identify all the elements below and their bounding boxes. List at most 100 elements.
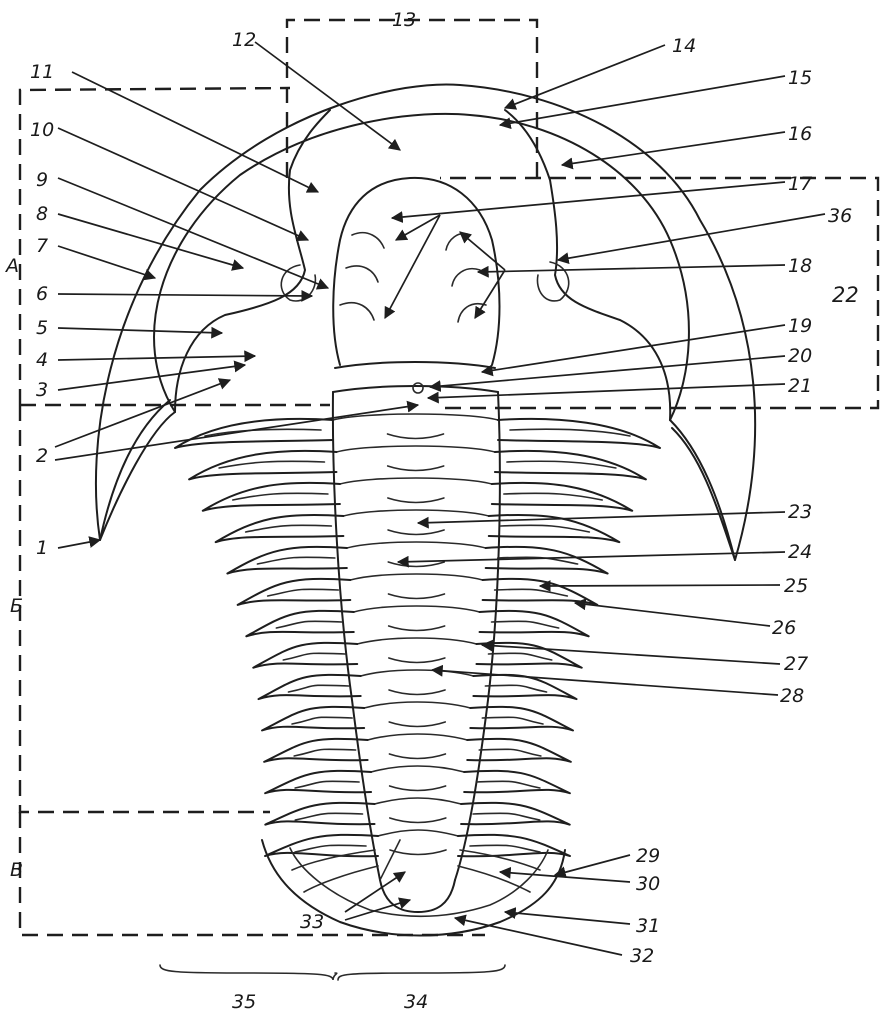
pointer-21: [428, 384, 785, 398]
axial-ring: [371, 766, 464, 772]
left-pleura: [246, 611, 353, 636]
label-2: 2: [36, 445, 48, 467]
axial-ring: [368, 734, 468, 740]
right-pleural-furrow: [501, 525, 590, 532]
axial-ring-line: [388, 594, 444, 599]
axis-rings: [333, 414, 498, 855]
left-pleural-furrow: [219, 461, 324, 468]
glabellar-furrow-2: [346, 266, 378, 282]
left-pleural-furrow: [295, 781, 359, 788]
glabella-outline: [333, 178, 499, 365]
axial-ring-line: [390, 850, 446, 855]
glabellar-furrow-3: [340, 303, 374, 320]
label-27: 27: [784, 653, 808, 675]
label-17: 17: [788, 173, 812, 195]
right-pleural-furrow: [479, 749, 541, 756]
left-pleura: [238, 579, 351, 605]
right-pleural-furrow: [507, 461, 616, 468]
axial-ring: [350, 574, 482, 580]
label-12: 12: [232, 29, 256, 51]
axial-ring-line: [388, 562, 444, 567]
right-pleural-furrow: [495, 589, 568, 596]
label-15: 15: [788, 67, 812, 89]
pointer-3: [58, 365, 245, 390]
right-pleura: [498, 419, 660, 448]
axial-ring: [354, 606, 480, 612]
glabellar-furrow-1: [352, 233, 384, 248]
right-pleural-furrow: [476, 781, 540, 788]
axial-ring-line: [390, 818, 446, 823]
pointer-11: [72, 72, 318, 192]
label-28: 28: [780, 685, 804, 707]
pygidial-axis-tip: [380, 880, 455, 912]
pointer-18a: [478, 265, 785, 272]
cephalon-outer-border: [96, 84, 755, 560]
region-label-c: В: [10, 859, 23, 881]
pointer-31: [505, 912, 630, 924]
label-19: 19: [788, 315, 812, 337]
axial-ring-line: [388, 466, 444, 471]
label-8: 8: [36, 203, 48, 225]
axial-ring: [378, 830, 458, 836]
label-7: 7: [36, 235, 48, 257]
label-36: 36: [828, 205, 852, 227]
left-pleural-furrow: [276, 621, 341, 628]
right-pleura: [495, 451, 646, 480]
brace-34: [338, 965, 505, 980]
left-pleural-furrow: [257, 557, 334, 564]
right-pleural-furrow: [504, 493, 602, 500]
label-31: 31: [636, 915, 660, 937]
pointer-1: [58, 540, 100, 548]
left-pleural-furrow: [233, 493, 328, 500]
axial-ring-line: [388, 530, 444, 535]
occipital-tubercle: [413, 383, 423, 393]
region-label-b: Б: [10, 595, 23, 617]
label-29: 29: [636, 845, 660, 867]
right-pleura: [486, 547, 608, 574]
axial-ring: [343, 510, 488, 516]
label-25: 25: [784, 575, 808, 597]
label-21: 21: [788, 375, 812, 397]
label-30: 30: [636, 873, 660, 895]
left-pleura: [203, 483, 340, 511]
left-pleural-furrow: [288, 685, 348, 692]
right-pleural-furrow: [488, 653, 551, 660]
axial-ring-line: [389, 626, 445, 631]
left-pleural-furrow: [294, 749, 355, 756]
pointer-9: [58, 178, 328, 288]
pointer-10: [58, 128, 308, 240]
pointer-18c: [475, 270, 505, 318]
left-pleurae: [175, 419, 378, 856]
label-5: 5: [36, 317, 48, 339]
left-pleural-furrow: [295, 845, 366, 852]
label-22: 22: [832, 283, 859, 307]
axis-left-edge: [333, 392, 380, 880]
glabellar-furrow-4: [446, 234, 470, 250]
label-20: 20: [788, 345, 812, 367]
label-26: 26: [772, 617, 796, 639]
label-14: 14: [672, 35, 696, 57]
label-10: 10: [30, 119, 54, 141]
pointer-18b: [460, 232, 505, 270]
label-35: 35: [232, 991, 256, 1013]
axial-ring-line: [389, 658, 445, 663]
axial-ring-line: [389, 754, 445, 759]
left-pleura: [175, 419, 333, 448]
pointer-30: [500, 872, 630, 882]
left-pleura: [216, 515, 344, 542]
right-eye: [537, 262, 568, 301]
axial-ring-line: [389, 690, 445, 695]
label-34: 34: [404, 991, 428, 1013]
region-boxes: [20, 20, 878, 935]
right-pleura: [492, 483, 632, 511]
axial-ring: [340, 478, 492, 484]
right-pleural-furrow: [470, 845, 540, 852]
pygidium-ribs: [292, 840, 540, 892]
label-11: 11: [30, 61, 54, 83]
glabellar-furrow-5: [452, 269, 480, 286]
pointer-25: [540, 585, 780, 586]
axial-ring-line: [390, 786, 446, 791]
left-pleural-furrow: [268, 589, 339, 596]
label-6: 6: [36, 283, 48, 305]
